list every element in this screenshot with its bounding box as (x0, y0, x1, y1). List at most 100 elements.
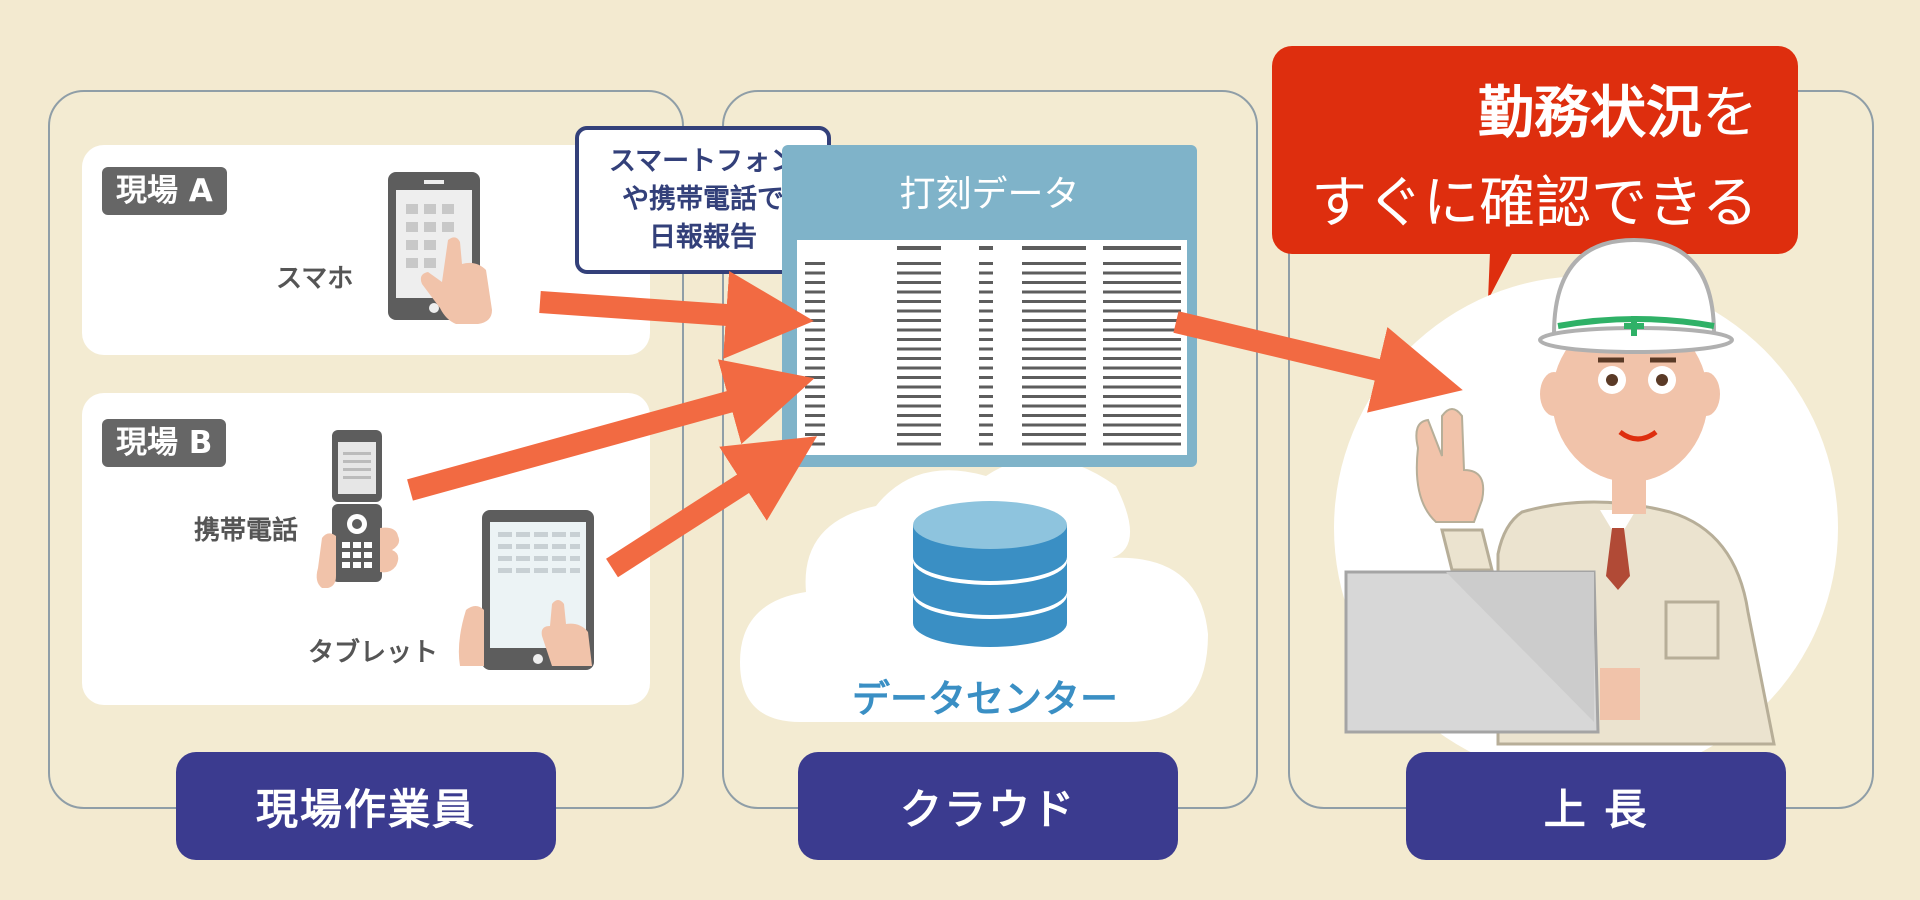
sheet-row-line (805, 395, 825, 398)
sheet-row-line (979, 414, 993, 417)
sheet-row-line (897, 423, 941, 427)
sheet-row-line (979, 281, 993, 284)
database-icon (913, 501, 1067, 647)
sheet-row-line (805, 442, 825, 446)
sheet-row-line (897, 404, 941, 408)
sheet-row-line (805, 300, 825, 303)
sheet-row-line (1022, 319, 1086, 322)
sheet-row-line (979, 385, 993, 389)
sheet-row-line (979, 309, 993, 313)
sheet-row-line (1103, 357, 1181, 360)
sheet-row-line (1022, 300, 1086, 303)
sheet-row-line (897, 376, 941, 379)
sheet-row-line (1022, 281, 1086, 284)
bubble-line-2: すぐに確認できる (1311, 171, 1758, 236)
sheet-row-line (979, 328, 993, 332)
sheet-row-line (979, 404, 993, 408)
sheet-row-line (1103, 290, 1181, 294)
sheet-row-line (1022, 309, 1086, 313)
sheet-row-line (805, 366, 825, 370)
sheet-row-line (805, 281, 825, 284)
sheet-row-line (1103, 404, 1181, 408)
sheet-row-line (979, 433, 993, 436)
sheet-row-line (1022, 366, 1086, 370)
sheet-row-line (1022, 414, 1086, 417)
sheet-rows (805, 246, 1181, 446)
sheet-row-line (1103, 414, 1181, 417)
sheet-row-line (1103, 319, 1181, 322)
sheet-row-line (805, 357, 825, 360)
field-worker-button: 現場作業員 (176, 752, 556, 860)
sheet-row-line (1103, 328, 1181, 332)
sheet-row-line (805, 347, 825, 351)
sheet-row-line (897, 328, 941, 332)
sheet-row-line (805, 271, 825, 275)
sheet-row-line (979, 319, 993, 322)
sheet-row-line (1022, 385, 1086, 389)
sheet-row-line (897, 385, 941, 389)
sheet-row-line (1022, 338, 1086, 341)
sheet-row-line (1103, 395, 1181, 398)
sheet-row-line (1022, 442, 1086, 446)
supervisor-button: 上 長 (1406, 752, 1786, 860)
sheet-row-line (805, 385, 825, 389)
callout-line-1: スマートフォン (608, 146, 798, 177)
sheet-row-line (1103, 309, 1181, 313)
sheet-row-line (1022, 347, 1086, 351)
sheet-row-line (1103, 423, 1181, 427)
cloud-button: クラウド (798, 752, 1178, 860)
timestamp-data-sheet: 打刻データ (782, 145, 1197, 467)
sheet-row-line (897, 262, 941, 265)
sheet-row-line (1103, 271, 1181, 275)
sheet-row-line (979, 423, 993, 427)
sheet-row-line (805, 433, 825, 436)
sheet-table (797, 240, 1187, 455)
sheet-row-line (1022, 290, 1086, 294)
sheet-row-line (805, 404, 825, 408)
sheet-row-line (897, 366, 941, 370)
site-b-tag: 現場 B (102, 419, 227, 467)
status-speech-bubble: 勤務状況を すぐに確認できる (1272, 46, 1798, 254)
tablet-label: タブレット (308, 638, 439, 668)
sheet-row-line (979, 300, 993, 303)
sheet-row-line (897, 357, 941, 360)
sheet-row-line (805, 290, 825, 294)
sheet-row-line (897, 309, 941, 313)
callout-line-2: や携帯電話で (622, 184, 784, 215)
sheet-row-line (1022, 433, 1086, 436)
sheet-row-line (897, 300, 941, 303)
sheet-row-line (1103, 347, 1181, 351)
sheet-row-line (1022, 262, 1086, 265)
sheet-row-line (897, 281, 941, 284)
sheet-row-line (1022, 271, 1086, 275)
sheet-row-line (979, 366, 993, 370)
bubble-emphasis: 勤務状況 (1478, 81, 1702, 146)
sheet-row-line (979, 290, 993, 294)
sheet-row-line (1022, 423, 1086, 427)
sheet-row-line (1103, 385, 1181, 389)
sheet-row-line (897, 395, 941, 398)
sheet-row-line (979, 395, 993, 398)
bubble-line-1: 勤務状況を (1478, 68, 1758, 149)
sheet-row-line (979, 357, 993, 360)
callout-line-3: 日報報告 (649, 222, 757, 253)
sheet-row-line (1103, 300, 1181, 303)
sheet-row-line (805, 319, 825, 322)
sheet-row-line (897, 442, 941, 446)
sheet-row-line (805, 262, 825, 265)
sheet-row-line (805, 309, 825, 313)
sheet-row-line (897, 319, 941, 322)
smartphone-label: スマホ (276, 264, 354, 294)
sheet-row-line (805, 338, 825, 341)
sheet-row-line (1103, 376, 1181, 379)
sheet-row-line (1103, 366, 1181, 370)
sheet-row-line (979, 347, 993, 351)
sheet-row-line (1022, 357, 1086, 360)
sheet-row-line (1103, 442, 1181, 446)
sheet-row-line (1022, 404, 1086, 408)
site-a-tag: 現場 A (102, 167, 227, 215)
sheet-row-line (1022, 328, 1086, 332)
sheet-row-line (805, 328, 825, 332)
sheet-row-line (1022, 395, 1086, 398)
sheet-row-line (897, 271, 941, 275)
